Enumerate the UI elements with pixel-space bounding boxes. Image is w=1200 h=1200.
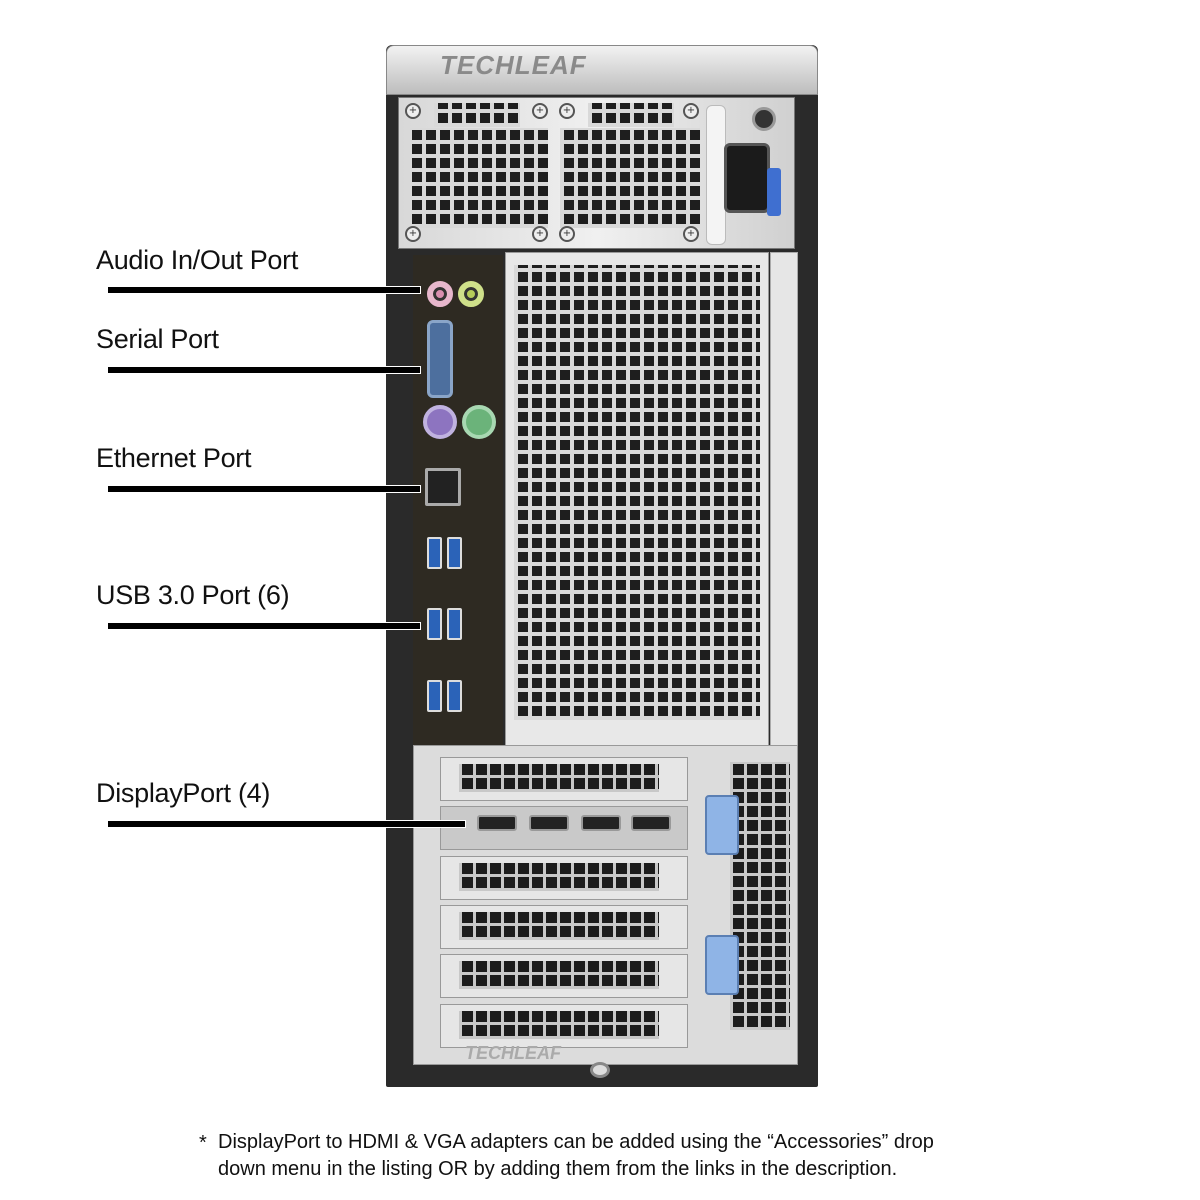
usb-port[interactable] <box>447 537 462 569</box>
displayport[interactable] <box>529 815 569 831</box>
expansion-slot <box>440 954 688 998</box>
psu-fan-vent-left <box>408 128 548 228</box>
footnote-line-2: down menu in the listing OR by adding th… <box>218 1158 898 1180</box>
usb-port[interactable] <box>427 537 442 569</box>
top-handle <box>386 45 818 95</box>
audio-out-port[interactable] <box>458 281 484 307</box>
screw-icon: + <box>683 103 699 119</box>
displayport[interactable] <box>477 815 517 831</box>
displayport[interactable] <box>631 815 671 831</box>
displayport[interactable] <box>581 815 621 831</box>
expansion-slot <box>440 757 688 801</box>
callout-displayport-label: DisplayPort (4) <box>96 778 271 808</box>
padlock-loop[interactable] <box>590 1062 610 1078</box>
expansion-slot <box>440 856 688 900</box>
expansion-slot <box>440 1004 688 1048</box>
card-retention-clip[interactable] <box>705 935 739 995</box>
callout-ethernet-line <box>108 486 420 492</box>
main-vent-grid <box>514 265 760 720</box>
callout-audio-label: Audio In/Out Port <box>96 245 299 275</box>
rear-vent-column <box>730 762 790 1030</box>
psu-fan-vent-right <box>560 128 700 228</box>
screw-icon: + <box>559 226 575 242</box>
psu-vent-top-left <box>434 103 520 127</box>
screw-icon: + <box>532 226 548 242</box>
callout-serial-line <box>108 367 420 373</box>
ps2-keyboard-port[interactable] <box>423 405 457 439</box>
callout-usb-label: USB 3.0 Port (6) <box>96 580 290 610</box>
callout-displayport-line <box>108 821 465 827</box>
screw-icon: + <box>405 103 421 119</box>
callout-serial-label: Serial Port <box>96 324 219 354</box>
power-connector[interactable] <box>724 143 770 213</box>
usb-port[interactable] <box>447 680 462 712</box>
footnote-line-1: DisplayPort to HDMI & VGA adapters can b… <box>218 1131 934 1153</box>
ps2-mouse-port[interactable] <box>462 405 496 439</box>
callout-audio-line <box>108 287 420 293</box>
screw-icon: + <box>532 103 548 119</box>
ethernet-port[interactable] <box>425 468 461 506</box>
psu-release-latch[interactable] <box>767 168 781 216</box>
brand-logo-top: TECHLEAF <box>440 50 587 80</box>
callout-ethernet-label: Ethernet Port <box>96 443 252 473</box>
footnote-marker: * <box>199 1132 207 1154</box>
psu-vent-top-right <box>588 103 674 127</box>
serial-port[interactable] <box>427 320 453 398</box>
callout-usb-line <box>108 623 420 629</box>
right-side-strip <box>770 252 798 746</box>
usb-port[interactable] <box>447 608 462 640</box>
power-button-icon[interactable] <box>752 107 776 131</box>
expansion-slot <box>440 905 688 949</box>
psu-handle <box>706 105 726 245</box>
usb-port[interactable] <box>427 680 442 712</box>
audio-in-port[interactable] <box>427 281 453 307</box>
card-retention-clip[interactable] <box>705 795 739 855</box>
usb-port[interactable] <box>427 608 442 640</box>
screw-icon: + <box>559 103 575 119</box>
screw-icon: + <box>405 226 421 242</box>
graphics-card-bracket <box>440 806 688 850</box>
screw-icon: + <box>683 226 699 242</box>
brand-logo-bottom: TECHLEAF <box>465 1043 561 1063</box>
